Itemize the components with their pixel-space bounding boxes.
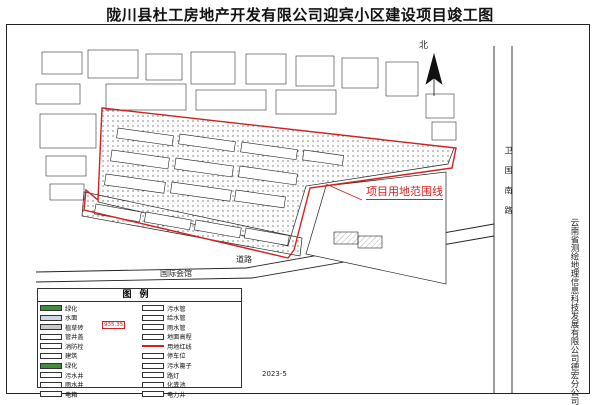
south-block [81, 191, 303, 257]
legend-swatch [142, 362, 164, 369]
elevation-sample: 935.35 [102, 321, 126, 329]
legend-item: 停车位 [142, 352, 240, 360]
site-plan-map[interactable] [6, 24, 590, 394]
legend-item: 建筑 [40, 352, 138, 360]
legend-panel: 图例 绿化污水管水面给水管植草砖雨水管管井盖地面高程消防栓用地红线建筑停车位绿化… [37, 288, 242, 399]
legend-label: 污水篦子 [167, 363, 192, 371]
legend-label: 地面高程 [167, 334, 192, 342]
map-title: 陇川县杜工房地产开发有限公司迎宾小区建设项目竣工图 [106, 6, 494, 24]
legend-grid: 绿化污水管水面给水管植草砖雨水管管井盖地面高程消防栓用地红线建筑停车位绿化污水篦… [40, 304, 240, 399]
legend-swatch [40, 314, 62, 321]
legend-item: 用地红线 [142, 342, 240, 351]
legend-label: 污水管 [167, 305, 186, 313]
legend-item: 给水管 [142, 314, 240, 322]
legend-item: 污水篦子 [142, 362, 240, 370]
project-boundary[interactable] [83, 107, 457, 259]
legend-swatch [142, 324, 164, 331]
legend-swatch [142, 352, 164, 359]
legend-swatch [40, 391, 62, 398]
legend-swatch [142, 305, 164, 311]
east-plots [305, 171, 447, 285]
legend-item: 雨水管 [142, 323, 240, 332]
legend-label: 水面 [65, 315, 78, 323]
legend-swatch [142, 381, 164, 388]
legend-label: 停车位 [167, 353, 186, 361]
road-label-south: 道路 [236, 255, 252, 264]
legend-label: 管井盖 [65, 334, 84, 342]
legend-swatch [40, 362, 62, 369]
legend-label: 绿化 [65, 363, 78, 371]
legend-label: 电箱 [65, 391, 78, 399]
residential-buildings [93, 127, 344, 246]
legend-label: 消防栓 [65, 343, 84, 351]
boundary-leader [325, 183, 363, 201]
north-arrow-icon [425, 52, 443, 96]
legend-item: 雨水井 [40, 381, 138, 389]
legend-label: 路灯 [167, 372, 180, 380]
legend-label: 电力井 [167, 391, 186, 399]
legend-item: 电箱 [40, 390, 138, 399]
legend-swatch [40, 372, 62, 379]
legend-swatch [40, 305, 62, 311]
legend-item: 路灯 [142, 371, 240, 380]
boundary-label: 项目用地范围线 [366, 185, 443, 200]
legend-item: 污水井 [40, 371, 138, 380]
legend-swatch [40, 333, 62, 340]
legend-item: 植草砖 [40, 323, 138, 332]
legend-swatch [142, 333, 164, 340]
legend-item: 地面高程 [142, 333, 240, 341]
legend-label: 绿化 [65, 305, 78, 313]
legend-label: 建筑 [65, 353, 78, 361]
hotel-label: 国际会馆 [160, 269, 192, 278]
legend-label: 用地红线 [167, 343, 192, 351]
legend-swatch [40, 343, 62, 350]
legend-swatch [40, 324, 62, 331]
legend-swatch [40, 381, 62, 388]
legend-label: 雨水井 [65, 382, 84, 390]
map-date: 2023-5 [262, 370, 287, 378]
legend-label: 植草砖 [65, 324, 84, 332]
legend-item: 电力井 [142, 390, 240, 399]
legend-item: 化粪池 [142, 381, 240, 389]
legend-label: 雨水管 [167, 324, 186, 332]
legend-item: 水面 [40, 314, 138, 322]
legend-swatch [40, 352, 62, 359]
map-frame [6, 24, 590, 394]
legend-swatch [142, 372, 164, 379]
legend-item: 绿化 [40, 362, 138, 370]
legend-item: 管井盖 [40, 333, 138, 341]
road-label-east: 卫国南路 [504, 146, 513, 226]
surveyor-label: 云南省测绘地理信息科技发展有限公司德宏分公司 [569, 218, 579, 405]
north-label: 北 [419, 41, 429, 51]
legend-item: 污水管 [142, 304, 240, 313]
legend-item: 绿化 [40, 304, 138, 313]
legend-item: 消防栓 [40, 342, 138, 351]
legend-label: 给水管 [167, 315, 186, 323]
legend-label: 化粪池 [167, 382, 186, 390]
surrounding-buildings [35, 49, 457, 201]
legend-swatch [142, 391, 164, 398]
legend-title: 图例 [38, 289, 241, 302]
legend-swatch [142, 345, 164, 348]
legend-label: 污水井 [65, 372, 84, 380]
legend-swatch [142, 314, 164, 321]
